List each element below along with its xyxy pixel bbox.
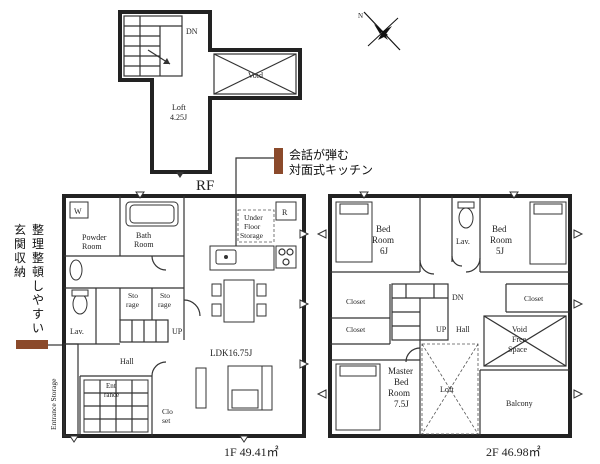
bed-master: [335, 363, 381, 431]
f2-void: [483, 315, 567, 367]
stove-icon: [275, 245, 297, 269]
entrance-callout-c1-1: 整: [32, 222, 44, 237]
f1-w-label: W: [74, 207, 82, 216]
compass-icon: N: [358, 11, 401, 51]
f2-void-1: Void: [512, 325, 527, 334]
f2-up-label: UP: [436, 325, 447, 334]
kitchen-callout-line2: 対面式キッチン: [289, 163, 373, 177]
f1-ldk-label: LDK16.75J: [210, 348, 253, 358]
entrance-callout-c1-8: い: [32, 321, 44, 335]
f2-void-2: Free: [512, 335, 527, 344]
f2-stair: [391, 283, 449, 341]
entrance-callout-c1-3: 整: [32, 250, 44, 265]
entrance-callout-c1-6: や: [32, 293, 44, 307]
f2-closet-a: Closet: [346, 297, 366, 306]
f2-master-4: 7.5J: [394, 399, 409, 409]
f2-dn-label: DN: [452, 293, 464, 302]
f1-storage-a-1: Sto: [128, 291, 138, 300]
f2-toilet-icon: [458, 207, 474, 229]
f1-underfloor-label-3: Storage: [240, 231, 264, 240]
f2-loft-area: [421, 343, 479, 435]
washer-box: [69, 201, 89, 219]
f1-lav-label: Lav.: [70, 327, 84, 336]
bed-left: [335, 201, 373, 263]
f2-master-2: Bed: [394, 377, 409, 387]
f1-bath-label-1: Bath: [136, 231, 151, 240]
fridge-box: [275, 201, 297, 221]
rooftop-plan: DN Void Loft 4.25J RF: [118, 10, 302, 194]
f2-bed-right-3: 5J: [496, 246, 505, 256]
f1-entrance-label-2: rance: [104, 391, 119, 399]
dining-table: [211, 279, 267, 323]
powder-sink-icon: [69, 259, 83, 281]
f2-bed-left-2: Room: [372, 235, 394, 245]
entrance-callout-c1-5: し: [32, 279, 44, 293]
f1-underfloor-label-1: Under: [244, 213, 263, 222]
kitchen-callout-line1: 会話が弾む: [289, 147, 349, 162]
tv-stand: [195, 367, 207, 409]
f1-powder-label-1: Powder: [82, 233, 107, 242]
f2-bed-right-1: Bed: [492, 224, 507, 234]
loft-label: Loft: [172, 103, 187, 112]
rooftop-level-label: RF: [196, 178, 214, 194]
rooftop-dn-label: DN: [186, 27, 198, 36]
f1-storage-b-2: rage: [158, 300, 172, 309]
f1-bath-label-2: Room: [134, 240, 154, 249]
f2-master-3: Room: [388, 388, 410, 398]
f2-hall-label: Hall: [456, 325, 471, 334]
rooftop-void: [213, 53, 297, 95]
f2-closet-c: Closet: [524, 294, 544, 303]
floor1-plan: W R Powder Room Bath Room Under Floor St…: [49, 191, 310, 459]
bed-right: [529, 201, 567, 265]
sofa: [227, 365, 273, 411]
entrance-callout-c1-2: 理: [32, 237, 44, 251]
compass-label: N: [358, 12, 363, 20]
entrance-callout-c2-3: 収: [14, 251, 26, 265]
entrance-callout-c2-1: 玄: [14, 222, 26, 237]
f1-toilet-icon: [72, 293, 88, 315]
f1-underfloor-label-2: Floor: [244, 222, 261, 231]
f1-closet-label-2: set: [162, 416, 171, 425]
f1-powder-label-2: Room: [82, 242, 102, 251]
f1-stair: [119, 319, 169, 343]
f1-hall-label: Hall: [120, 357, 135, 366]
rooftop-void-label: Void: [248, 71, 263, 80]
f1-closet-label-1: Clo: [162, 407, 173, 416]
f2-loft-label: Loft: [440, 385, 455, 394]
f1-entrance-storage-label: Entrance Storage: [49, 378, 58, 430]
entrance-callout-c2-2: 関: [14, 237, 26, 251]
f2-bed-left-3: 6J: [380, 246, 389, 256]
f2-bed-right-2: Room: [490, 235, 512, 245]
f1-storage-a-2: rage: [126, 300, 140, 309]
f2-balcony-label: Balcony: [506, 399, 533, 408]
entrance-callout-c2-4: 納: [14, 265, 26, 279]
entrance-callout-c1-7: す: [32, 307, 44, 321]
rooftop-marker: [176, 172, 184, 178]
kitchen-callout: 会話が弾む 対面式キッチン: [235, 147, 373, 256]
f1-entrance-label-1: Ent: [106, 382, 116, 390]
f2-area-label: 2F 46.98㎡: [486, 445, 541, 459]
f2-void-3: Space: [508, 345, 528, 354]
entrance-callout: 整 理 整 頓 し や す い 玄 関 収 納: [14, 222, 64, 349]
f1-storage-b-1: Sto: [160, 291, 170, 300]
f1-area-label: 1F 49.41㎡: [224, 445, 279, 459]
loft-size-label: 4.25J: [170, 113, 187, 122]
entrance-area: [83, 379, 149, 433]
f1-r-label: R: [282, 208, 288, 217]
f1-up-label: UP: [172, 327, 183, 336]
floor2-plan: Bed Room 6J Bed Room 5J Lav. Closet Clos…: [316, 191, 584, 459]
f2-lav-label: Lav.: [456, 237, 470, 246]
f2-master-1: Master: [388, 366, 413, 376]
rooftop-stair: [123, 15, 183, 77]
f2-closet-b: Closet: [346, 325, 366, 334]
f2-bed-left-1: Bed: [376, 224, 391, 234]
entrance-callout-c1-4: 頓: [32, 265, 44, 279]
